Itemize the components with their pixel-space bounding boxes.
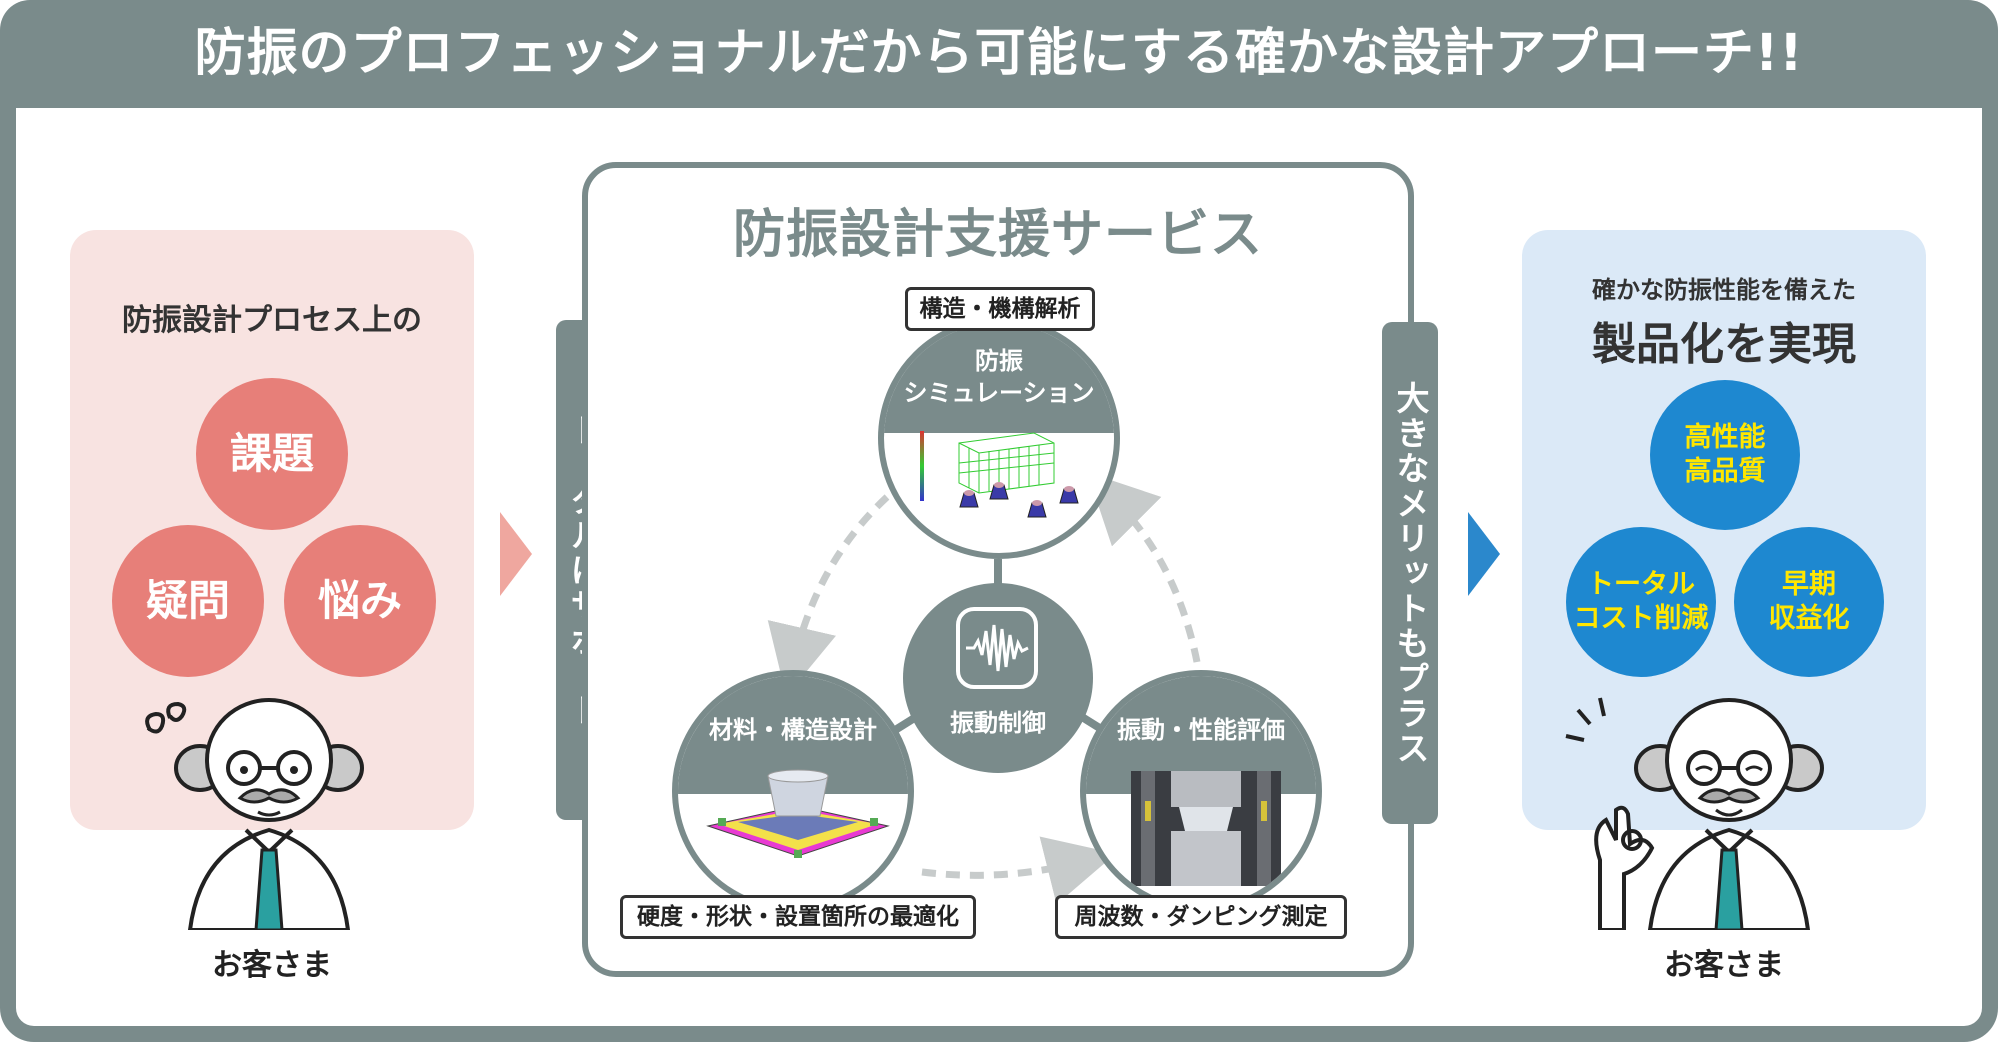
structural-analysis-tag: 構造・機構解析 xyxy=(905,287,1095,331)
worry-swirl-icon xyxy=(145,701,187,734)
vibration-control-hub xyxy=(903,583,1093,773)
benefit-line: 高性能 xyxy=(1684,422,1766,453)
optimization-tag: 硬度・形状・設置箇所の最適化 xyxy=(620,895,976,939)
benefit-line: コスト削減 xyxy=(1573,603,1709,634)
vibration-control-label: 振動制御 xyxy=(950,709,1046,737)
results-subheading: 確かな防振性能を備えた xyxy=(1592,276,1856,304)
customer-caption-right: お客さま xyxy=(1664,948,1784,983)
page-title: 防振のプロフェッショナルだから可能にする確かな設計アプローチ!! xyxy=(194,24,1804,83)
benefit-bubble-profit: 早期収益化 xyxy=(1734,527,1884,677)
arrow-right-to-top xyxy=(1087,472,1201,663)
arrow-right-icon xyxy=(1468,512,1500,596)
performance-eval-node: 振動・性能評価 xyxy=(1080,670,1322,912)
benefit-line: トータル xyxy=(1587,569,1695,600)
worried-customer-illustration xyxy=(145,698,364,930)
arrow-top-to-left xyxy=(767,494,890,697)
customer-caption-left: お客さま xyxy=(212,948,332,983)
benefit-bubble-quality: 高性能高品質 xyxy=(1650,380,1800,530)
material-design-node: 材料・構造設計 xyxy=(672,670,914,912)
results-heading: 製品化を実現 xyxy=(1592,319,1856,370)
issue-bubble-gimon: 疑問 xyxy=(112,525,264,677)
test-machine-image xyxy=(1131,771,1281,886)
happy-customer-illustration xyxy=(1565,697,1824,930)
issue-bubble-kadai: 課題 xyxy=(196,378,348,530)
sparkle-lines-icon xyxy=(1565,697,1606,742)
arrow-right-icon xyxy=(500,512,532,596)
issue-bubble-nayami: 悩み xyxy=(284,525,436,677)
benefit-line: 高品質 xyxy=(1684,456,1766,487)
frequency-measurement-tag: 周波数・ダンピング測定 xyxy=(1055,895,1347,939)
ok-hand-icon xyxy=(1594,805,1655,930)
big-merit-bar: 大きなメリットもプラス xyxy=(1382,322,1438,824)
simulation-label-line1: 防振 xyxy=(975,347,1023,375)
service-title: 防振設計支援サービス xyxy=(732,205,1263,265)
simulation-node: 防振 シミュレーション xyxy=(878,317,1120,559)
issues-heading: 防振設計プロセス上の xyxy=(122,303,422,338)
simulation-image xyxy=(920,431,1079,518)
simulation-node-caption: 防振 シミュレーション xyxy=(884,323,1114,433)
arrow-left-to-right xyxy=(921,836,1116,905)
benefit-line: 収益化 xyxy=(1768,603,1850,634)
material-design-image xyxy=(706,769,890,858)
title-banner xyxy=(0,0,1998,108)
simulation-label-line2: シミュレーション xyxy=(903,379,1095,407)
benefit-bubble-cost: トータルコスト削減 xyxy=(1566,527,1716,677)
waveform-icon xyxy=(956,607,1038,689)
benefit-line: 早期 xyxy=(1782,569,1836,600)
